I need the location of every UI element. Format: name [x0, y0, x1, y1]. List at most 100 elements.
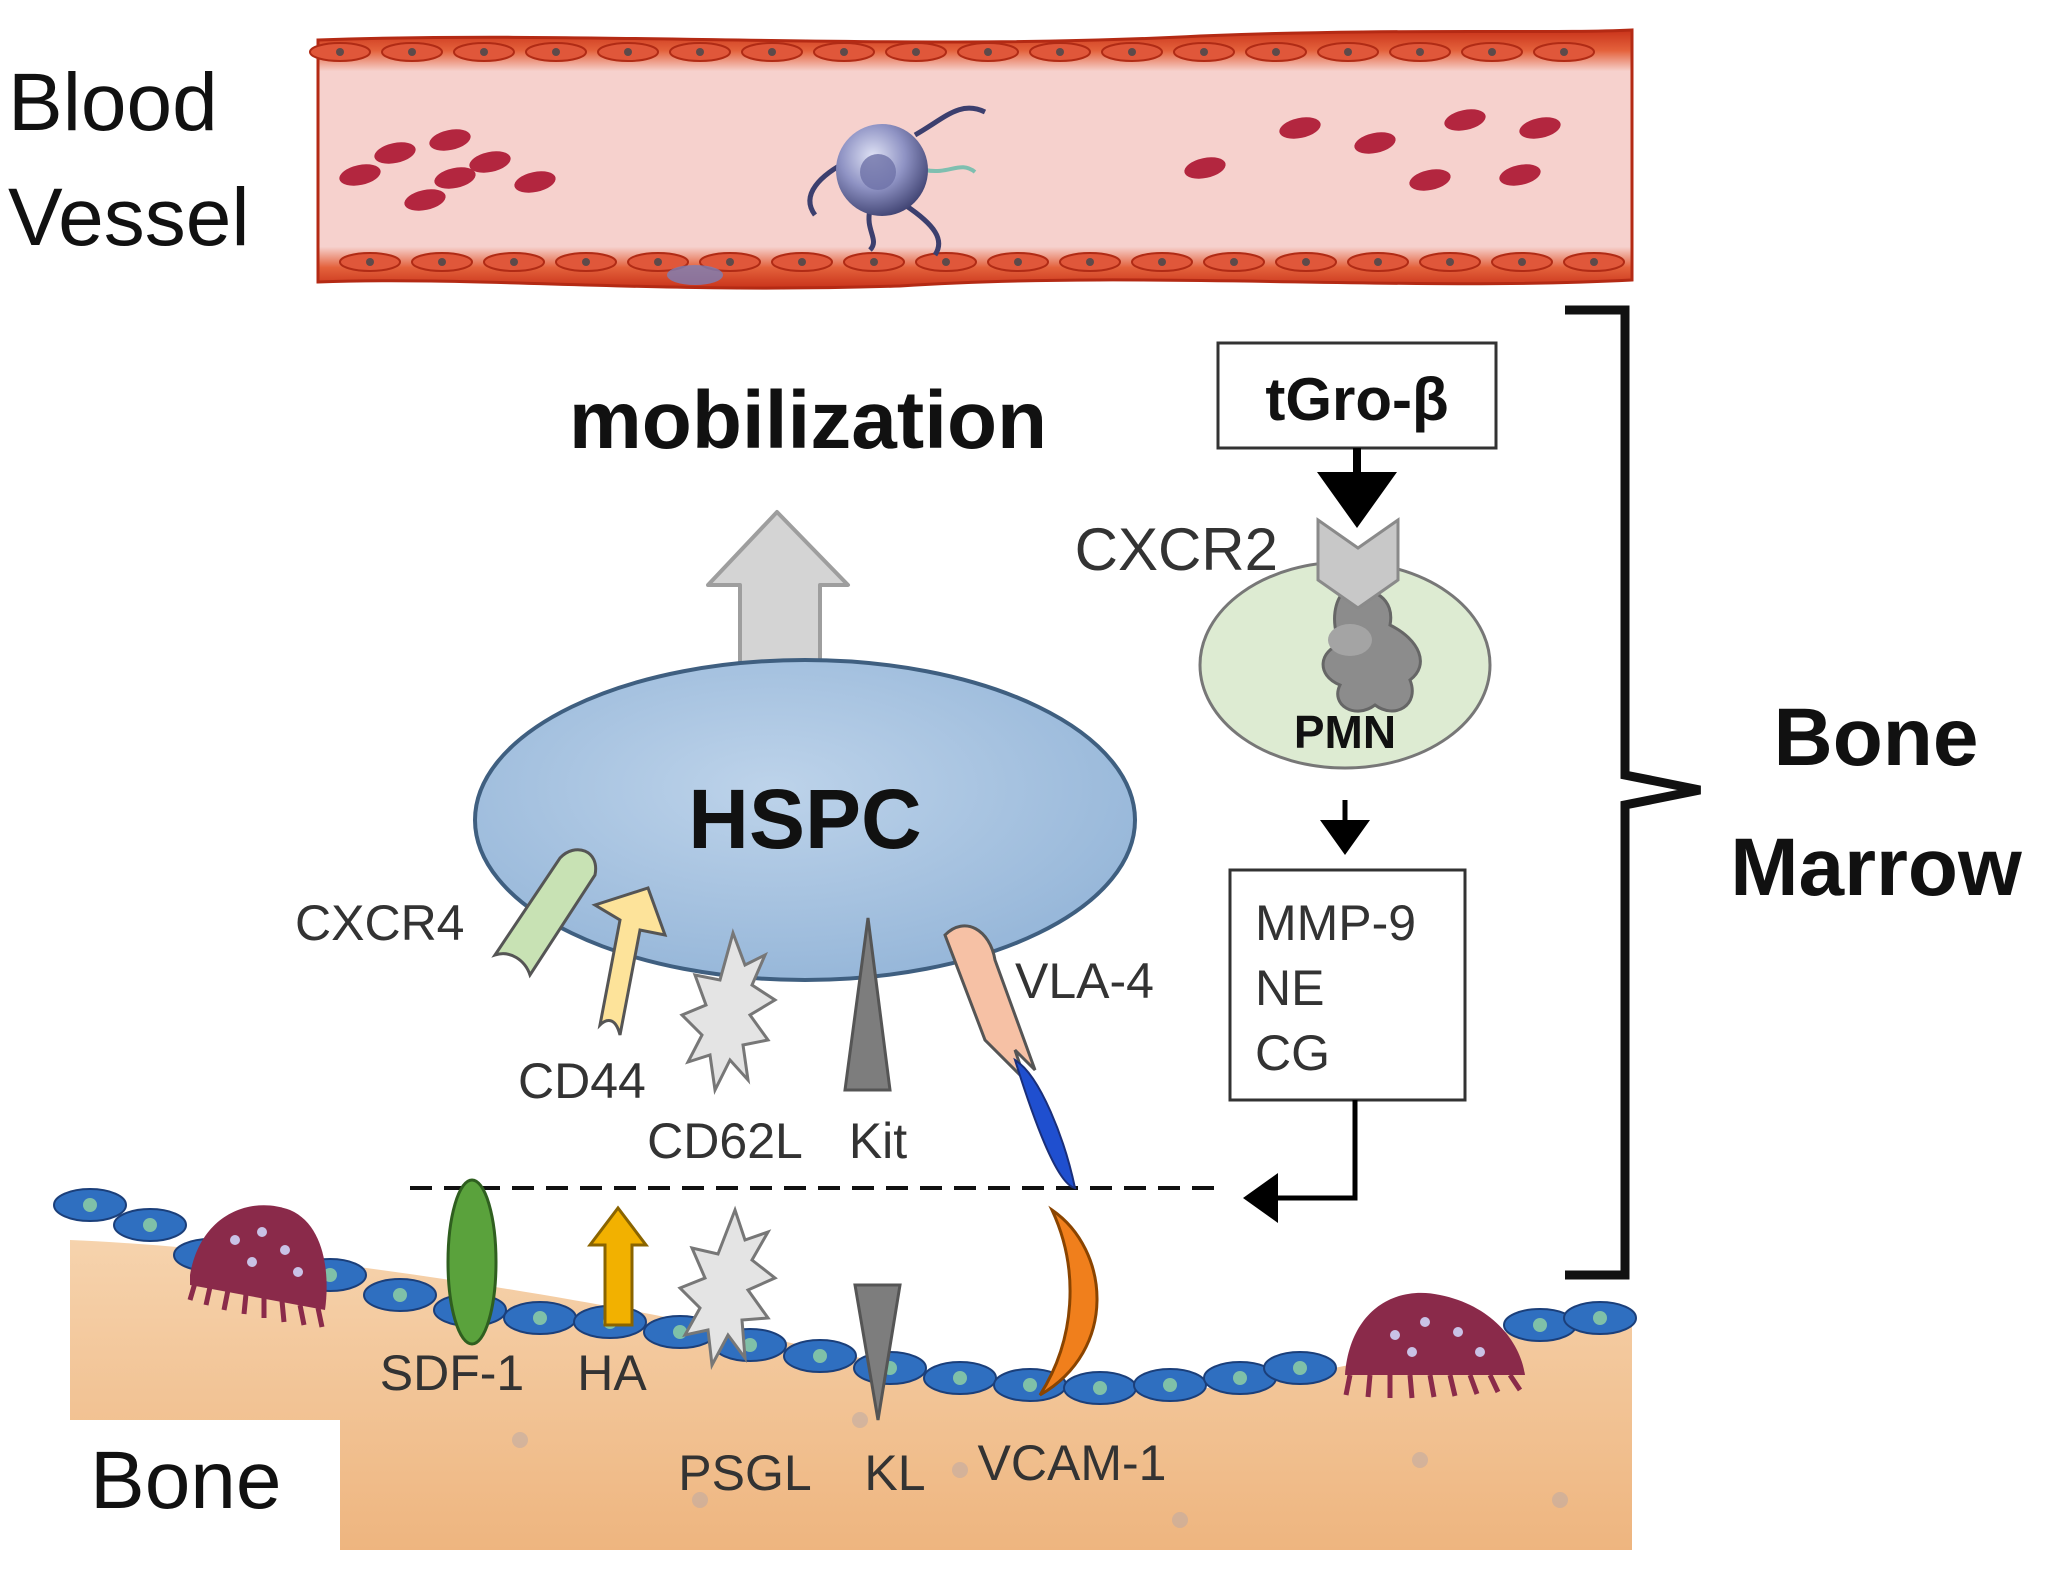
endothelial-nucleus: [1488, 48, 1496, 56]
osteoblast-nucleus: [83, 1198, 97, 1212]
endothelial-nucleus: [1128, 48, 1136, 56]
blood-vessel: [309, 28, 1634, 290]
red-blood-cell: [374, 142, 416, 164]
osteoblast-nucleus: [813, 1349, 827, 1363]
endothelial-nucleus: [1200, 48, 1208, 56]
osteoblast-nucleus: [1593, 1311, 1607, 1325]
red-blood-cells: [339, 109, 1561, 211]
red-blood-cell: [339, 164, 381, 186]
osteoblast-nucleus: [1533, 1318, 1547, 1332]
bone-lacuna: [1552, 1492, 1568, 1508]
bone-marrow-bracket: [1565, 305, 1701, 1280]
red-blood-cell: [434, 167, 476, 189]
red-blood-cell: [429, 129, 471, 151]
bone-lacuna: [1172, 1512, 1188, 1528]
protease-cg: CG: [1255, 1025, 1330, 1081]
ha-ligand: [586, 1205, 650, 1327]
cxcr2-label: CXCR2: [1075, 516, 1278, 583]
endothelial-nucleus: [1086, 258, 1094, 266]
cxcr4-label: CXCR4: [295, 895, 464, 951]
endothelial-nucleus: [438, 258, 446, 266]
endothelial-nucleus: [912, 48, 920, 56]
osteoblast-nucleus: [673, 1325, 687, 1339]
blood-vessel-label-line1: Blood: [8, 57, 218, 148]
circulating-hspc: [807, 105, 987, 257]
osteoblast-nucleus: [1163, 1378, 1177, 1392]
endothelial-nucleus: [1590, 258, 1598, 266]
red-blood-cell: [514, 171, 556, 193]
endothelial-nucleus: [1272, 48, 1280, 56]
pmn-label: PMN: [1294, 706, 1396, 758]
endothelial-nucleus: [942, 258, 950, 266]
endothelial-nucleus: [624, 48, 632, 56]
bone-lacuna: [512, 1432, 528, 1448]
red-blood-cell: [1444, 109, 1486, 131]
mobilization-arrow: [706, 510, 850, 674]
endothelial-nucleus: [1302, 258, 1310, 266]
protease-to-interface-arrow: [1243, 1100, 1358, 1223]
endothelial-nucleus: [552, 48, 560, 56]
red-blood-cell: [469, 151, 511, 173]
red-blood-cell: [1499, 164, 1541, 186]
endothelial-nucleus: [1416, 48, 1424, 56]
endothelial-nucleus: [870, 258, 878, 266]
endothelial-nucleus: [336, 48, 344, 56]
osteoclast-right: [1343, 1292, 1525, 1399]
endothelial-nucleus: [1014, 258, 1022, 266]
endothelial-nucleus: [480, 48, 488, 56]
vcam1-label: VCAM-1: [978, 1435, 1167, 1491]
ha-label: HA: [577, 1345, 647, 1401]
osteoblast-nucleus: [533, 1311, 547, 1325]
vcam1-ligand: [1038, 1205, 1099, 1397]
vla4-receptor-tip: [1013, 1057, 1077, 1190]
tgro-box: [1216, 341, 1498, 450]
cxcr4-receptor: [491, 848, 598, 979]
cxcr2-receptor: [1316, 517, 1400, 610]
endothelial-nucleus: [1560, 48, 1568, 56]
endothelial-nucleus: [1056, 48, 1064, 56]
tgro-label: tGro-β: [1265, 366, 1448, 433]
endothelial-nucleus: [1344, 48, 1352, 56]
endothelial-nucleus: [726, 258, 734, 266]
bone-lacuna: [952, 1462, 968, 1478]
kit-label: Kit: [849, 1113, 907, 1169]
kit-receptor: [843, 917, 892, 1092]
bone-marrow-label-line2: Marrow: [1730, 822, 2022, 913]
vla4-receptor: [943, 924, 1037, 1082]
cd62l-receptor: [679, 928, 778, 1095]
osteoblast-nucleus: [1093, 1381, 1107, 1395]
endothelial-nucleus: [582, 258, 590, 266]
endothelial-nucleus: [510, 258, 518, 266]
bone-label: Bone: [90, 1435, 282, 1526]
endothelial-nucleus: [768, 48, 776, 56]
bone-marrow-label-line1: Bone: [1774, 692, 1979, 783]
bone-lacuna: [692, 1492, 708, 1508]
sdf1-label: SDF-1: [380, 1345, 524, 1401]
osteoblast-nucleus: [1293, 1361, 1307, 1375]
protease-mmp9: MMP-9: [1255, 895, 1416, 951]
osteoblast-nucleus: [143, 1218, 157, 1232]
red-blood-cell: [1354, 132, 1396, 154]
bone-lacuna: [1412, 1452, 1428, 1468]
bone-label-backing: [70, 1420, 340, 1560]
osteoblast-nucleus: [1233, 1371, 1247, 1385]
endothelial-nucleus: [366, 258, 374, 266]
mobilization-label: mobilization: [569, 375, 1047, 466]
cd44-label: CD44: [518, 1053, 646, 1109]
endothelial-nucleus: [654, 258, 662, 266]
osteoblast-nucleus: [953, 1371, 967, 1385]
blood-vessel-label-line2: Vessel: [8, 172, 250, 263]
endothelial-nucleus: [408, 48, 416, 56]
osteoblast-nucleus: [393, 1288, 407, 1302]
red-blood-cell: [1519, 117, 1561, 139]
endothelial-nucleus: [840, 48, 848, 56]
protease-ne: NE: [1255, 960, 1324, 1016]
red-blood-cell: [1184, 157, 1226, 179]
sdf1-ligand: [446, 1178, 498, 1346]
red-blood-cell: [1409, 169, 1451, 191]
red-blood-cell: [1279, 117, 1321, 139]
endothelial-nucleus: [984, 48, 992, 56]
psgl-ligand: [677, 1205, 778, 1370]
osteoblast-nucleus: [1023, 1378, 1037, 1392]
